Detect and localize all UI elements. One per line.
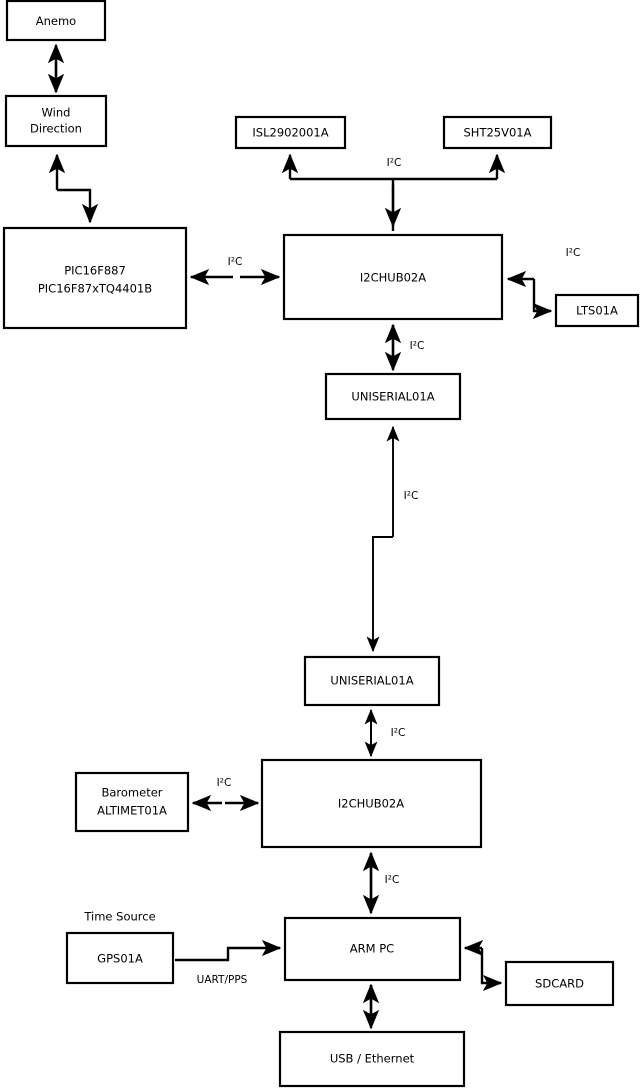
- node-anemo-label: Anemo: [36, 14, 76, 28]
- node-sdcard[interactable]: SDCARD: [504, 960, 615, 1007]
- edge-pic-wind-arrow-down: [57, 188, 99, 224]
- edge-hub-lts-arrow-right: [532, 279, 553, 320]
- node-anemo-box[interactable]: [5, 0, 107, 42]
- node-sht25v01a[interactable]: SHT25V01A: [442, 115, 553, 150]
- node-wind-direction[interactable]: Wind Direction: [4, 94, 108, 148]
- node-i2chub02a-top[interactable]: I2CHUB02A: [282, 233, 504, 321]
- node-sht25v01a-box[interactable]: [442, 115, 553, 150]
- edge-label-uart-pps: UART/PPS: [197, 974, 248, 986]
- node-isl2902001a[interactable]: ISL2902001A: [234, 115, 347, 150]
- edge-label-i2c-hub-uniserial: I²C: [410, 340, 425, 352]
- node-uniserial01a-top-label: UNISERIAL01A: [351, 390, 434, 404]
- node-anemo[interactable]: Anemo: [5, 0, 107, 42]
- node-usb-ethernet-box[interactable]: [278, 1030, 466, 1088]
- node-barometer-box[interactable]: [74, 771, 190, 833]
- node-sdcard-label: SDCARD: [535, 977, 584, 991]
- edge-arm-sdcard: [463, 939, 503, 992]
- edge-gps-arm: [175, 939, 282, 962]
- node-i2chub02a-top-box[interactable]: [282, 233, 504, 321]
- node-arm-pc[interactable]: ARM PC: [283, 916, 462, 982]
- edge-uniserial-uniserial-arrow-down: [366, 536, 393, 653]
- edge-uniserial-uniserial: [366, 425, 400, 653]
- node-usb-ethernet[interactable]: USB / Ethernet: [278, 1030, 466, 1088]
- node-gps01a-box[interactable]: [65, 931, 175, 985]
- edge-hub-lts: [506, 270, 553, 320]
- edge-arm-sdcard-arrow-right: [480, 948, 503, 992]
- node-uniserial01a-top-box[interactable]: [324, 372, 462, 421]
- edge-label-i2c-sensors: I²C: [387, 157, 402, 169]
- node-gps01a-label: GPS01A: [97, 952, 143, 966]
- node-usb-ethernet-label: USB / Ethernet: [330, 1052, 415, 1066]
- node-isl2902001a-label: ISL2902001A: [252, 126, 328, 140]
- node-i2chub02a-bottom-label: I2CHUB02A: [338, 797, 404, 811]
- node-pic-mcu[interactable]: PIC16F887 PIC16F87xTQ4401B: [2, 226, 188, 330]
- label-time-source: Time Source: [83, 910, 155, 924]
- edge-label-i2c-baro-hub2: I²C: [217, 777, 232, 789]
- node-barometer-label-line2: ALTIMET01A: [97, 804, 167, 818]
- node-pic-mcu-label-line2: PIC16F87xTQ4401B: [38, 282, 152, 296]
- node-uniserial01a-top[interactable]: UNISERIAL01A: [324, 372, 462, 421]
- node-wind-direction-label-line2: Direction: [30, 122, 82, 136]
- node-arm-pc-label: ARM PC: [350, 942, 394, 956]
- edge-label-i2c-hub2-arm: I²C: [385, 874, 400, 886]
- node-sht25v01a-label: SHT25V01A: [464, 126, 532, 140]
- edge-label-i2c-uniserial-uniserial: I²C: [404, 490, 419, 502]
- edge-label-i2c-uniserial-hub2: I²C: [391, 727, 406, 739]
- node-barometer[interactable]: Barometer ALTIMET01A: [74, 771, 190, 833]
- node-lts01a-box[interactable]: [554, 293, 640, 328]
- node-barometer-label-line1: Barometer: [101, 786, 162, 800]
- node-uniserial01a-bottom[interactable]: UNISERIAL01A: [303, 655, 441, 707]
- node-sdcard-box[interactable]: [504, 960, 615, 1007]
- node-i2chub02a-top-label: I2CHUB02A: [360, 271, 426, 285]
- node-arm-pc-box[interactable]: [283, 916, 462, 982]
- node-i2chub02a-bottom-box[interactable]: [260, 758, 483, 849]
- node-lts01a[interactable]: LTS01A: [554, 293, 640, 328]
- edge-label-i2c-hub-lts: I²C: [566, 247, 581, 259]
- node-lts01a-label: LTS01A: [576, 304, 618, 318]
- edge-label-i2c-pic-hub: I²C: [228, 256, 243, 268]
- node-wind-direction-label-line1: Wind: [42, 106, 71, 120]
- node-pic-mcu-box[interactable]: [2, 226, 188, 330]
- edge-hub-sensors-bus: [281, 153, 506, 231]
- node-uniserial01a-bottom-box[interactable]: [303, 655, 441, 707]
- node-pic-mcu-label-line1: PIC16F887: [64, 264, 126, 278]
- node-gps01a[interactable]: GPS01A: [65, 931, 175, 985]
- node-isl2902001a-box[interactable]: [234, 115, 347, 150]
- node-wind-direction-box[interactable]: [4, 94, 108, 148]
- node-uniserial01a-bottom-label: UNISERIAL01A: [330, 674, 413, 688]
- edge-pic-wind: [48, 153, 99, 224]
- edge-gps-arm-arrow: [175, 939, 282, 962]
- node-i2chub02a-bottom[interactable]: I2CHUB02A: [260, 758, 483, 849]
